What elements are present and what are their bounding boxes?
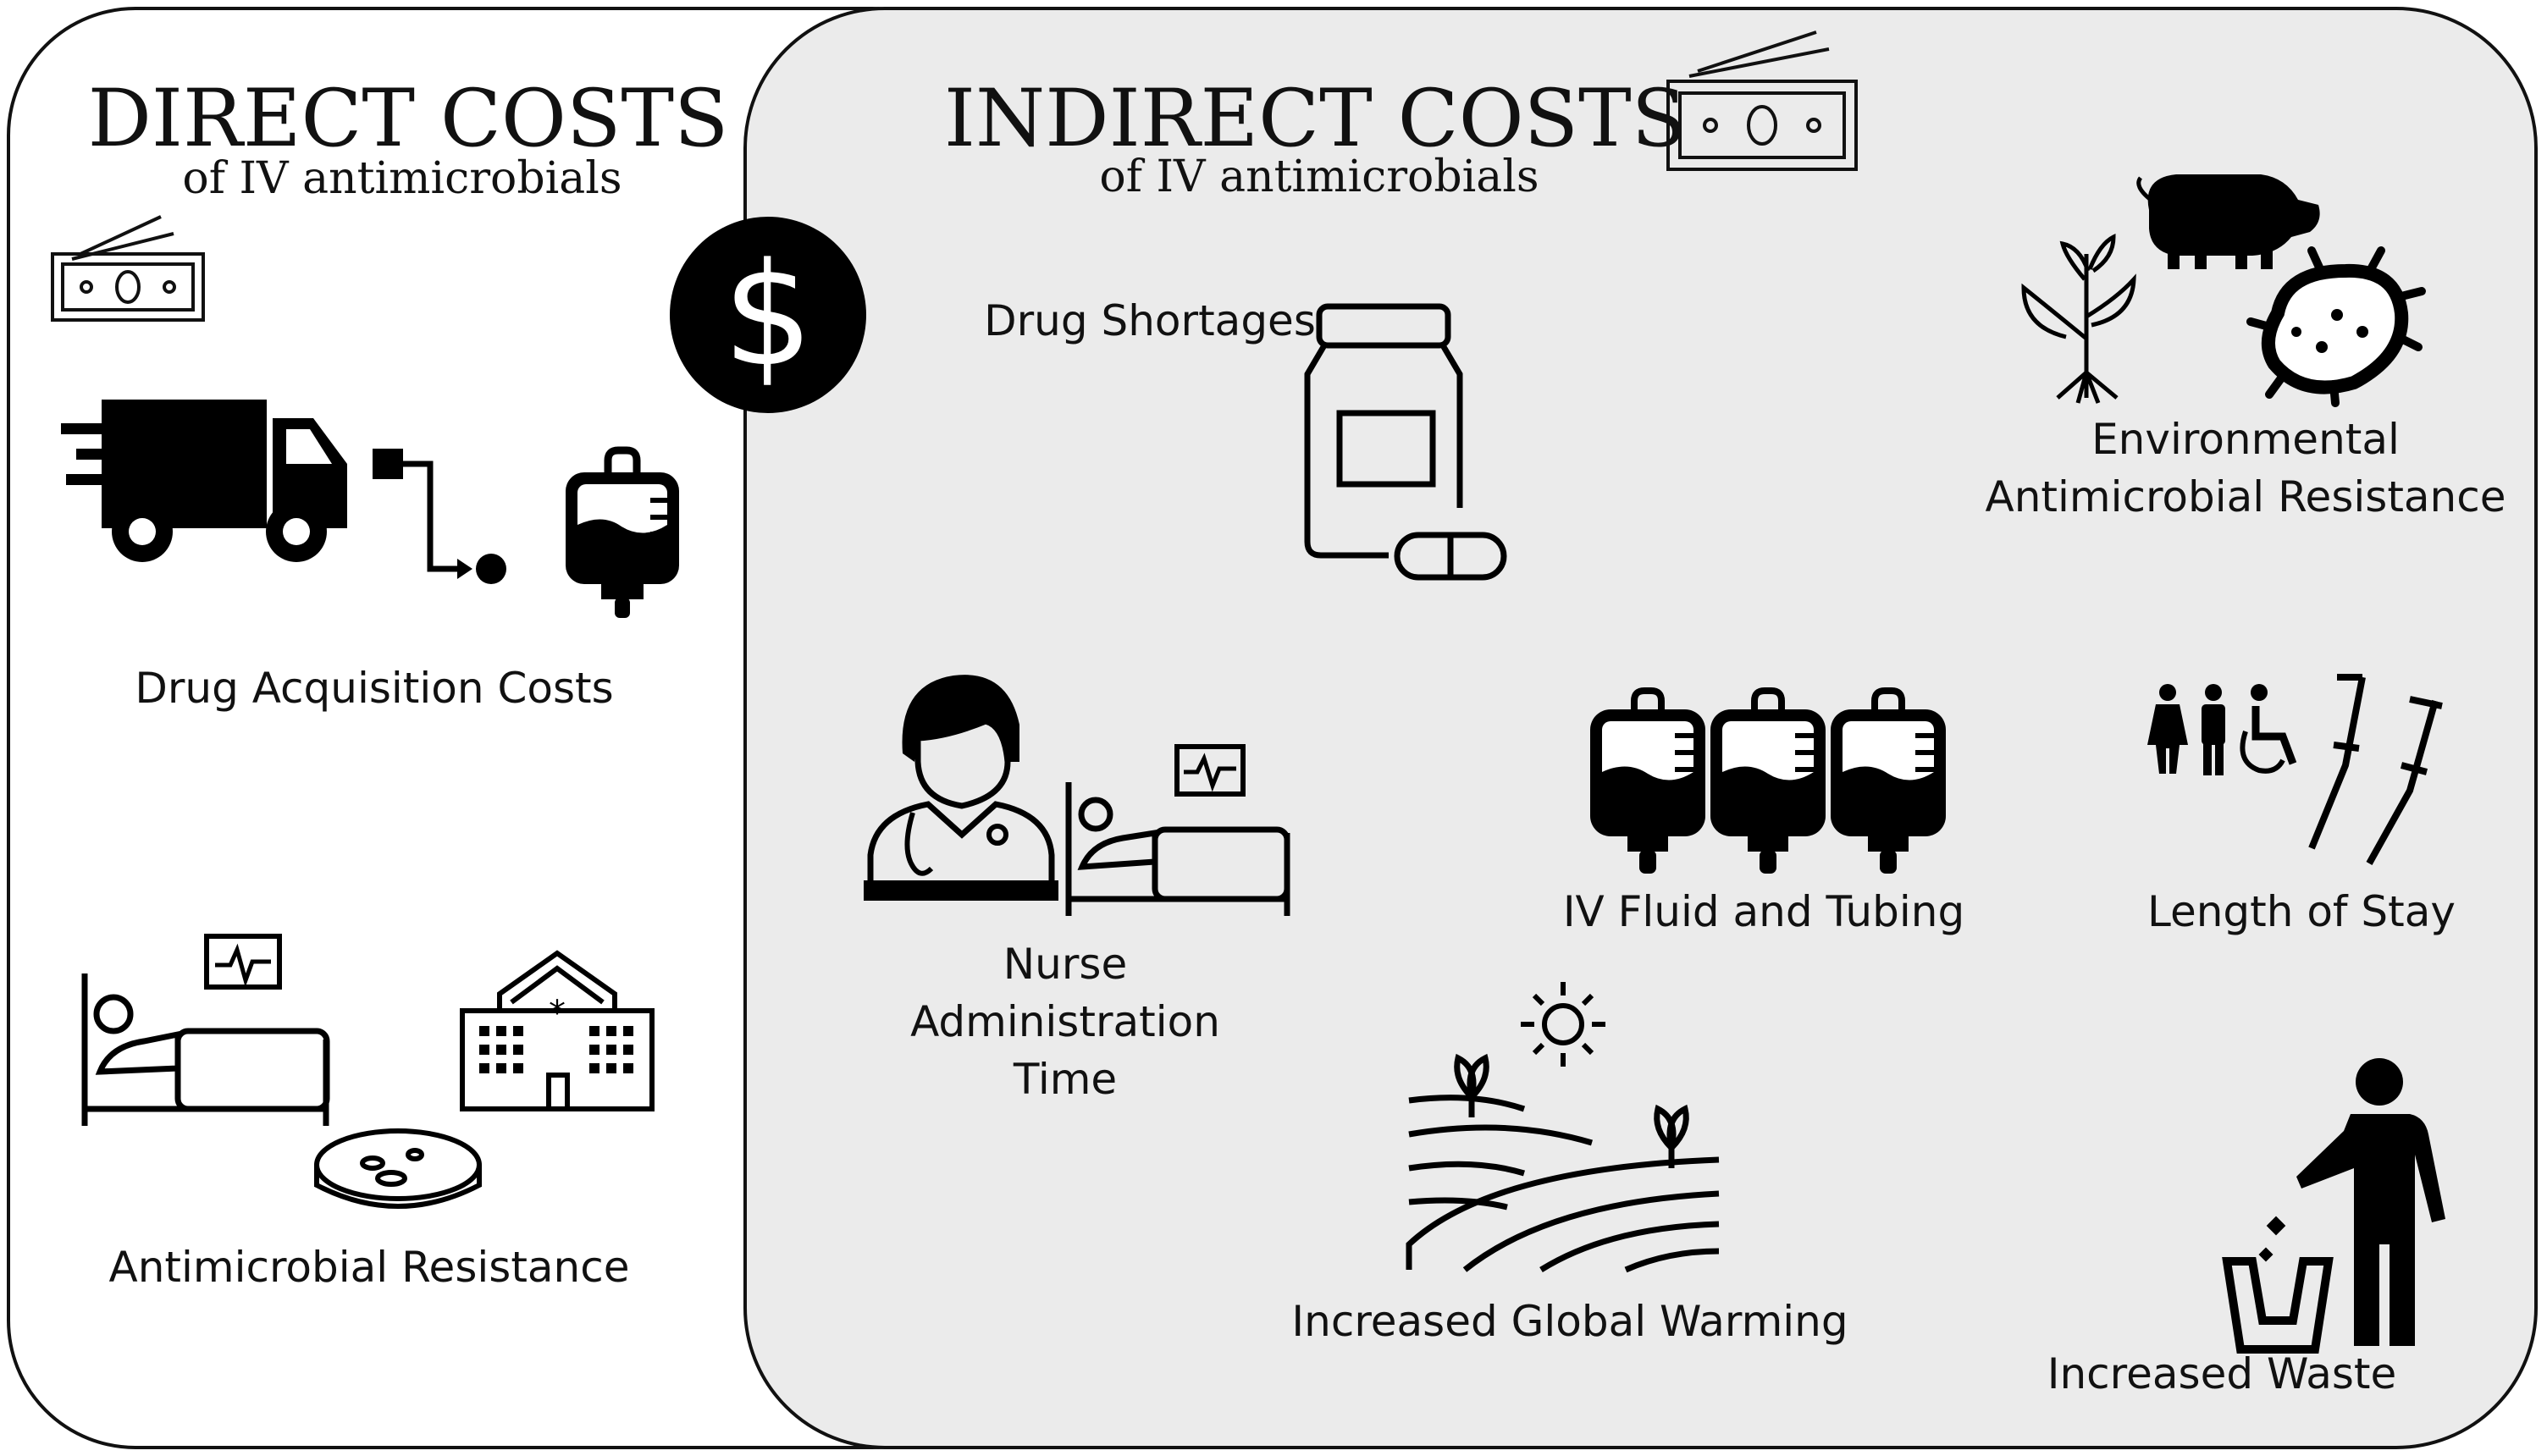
plant-icon xyxy=(2021,233,2136,404)
money-bill-icon xyxy=(51,215,205,322)
nurse-icon xyxy=(864,675,1058,901)
farm-field-icon xyxy=(1406,1053,1720,1273)
supply-chain-arrow-icon xyxy=(373,449,506,584)
people-icon xyxy=(2147,684,2225,775)
nurse-label-line2: Administration xyxy=(910,997,1220,1046)
nurse-label-line1: Nurse xyxy=(1003,940,1127,989)
antimicrobial-resistance-label: Antimicrobial Resistance xyxy=(108,1243,629,1292)
length-of-stay-label: Length of Stay xyxy=(2147,887,2456,936)
direct-costs-title: DIRECT COSTS xyxy=(88,73,729,165)
heart-monitor-icon xyxy=(1174,744,1246,797)
indirect-costs-subtitle: of IV antimicrobials xyxy=(1099,152,1539,202)
pig-icon xyxy=(2136,174,2320,269)
drug-acquisition-label: Drug Acquisition Costs xyxy=(135,664,613,713)
trash-person-icon xyxy=(2222,1058,2445,1354)
direct-costs-subtitle: of IV antimicrobials xyxy=(182,153,622,204)
delivery-truck-icon xyxy=(61,400,347,562)
drug-shortages-label: Drug Shortages xyxy=(984,296,1316,345)
bacteria-icon xyxy=(2246,246,2426,407)
iv-fluid-label: IV Fluid and Tubing xyxy=(1563,887,1964,936)
indirect-costs-title: INDIRECT COSTS xyxy=(944,73,1686,165)
medicine-bottle-icon xyxy=(1304,303,1507,581)
environmental-label-line1: Environmental xyxy=(2091,415,2400,464)
global-warming-label: Increased Global Warming xyxy=(1291,1297,1848,1346)
iv-bags-icon xyxy=(1590,687,1946,874)
hospital-bed-icon xyxy=(81,973,330,1126)
environmental-label-line2: Antimicrobial Resistance xyxy=(1985,472,2506,521)
svg-text:$: $ xyxy=(723,232,814,398)
dollar-coin-icon: $ xyxy=(670,217,866,413)
sun-icon xyxy=(1521,982,1605,1067)
nurse-label-line3: Time xyxy=(1013,1055,1117,1104)
svg-text:*: * xyxy=(549,994,566,1033)
wheelchair-icon xyxy=(2240,684,2297,774)
petri-dish-icon xyxy=(314,1128,482,1209)
hospital-windows-icon xyxy=(479,1026,633,1073)
hospital-building-icon: * xyxy=(460,950,655,1111)
iv-bag-icon xyxy=(566,446,679,618)
hospital-bed-icon xyxy=(1065,782,1290,916)
waste-label: Increased Waste xyxy=(2047,1349,2397,1398)
money-bill-icon xyxy=(1666,30,1858,171)
crutches-icon xyxy=(2308,674,2443,865)
heart-monitor-icon xyxy=(204,934,282,990)
